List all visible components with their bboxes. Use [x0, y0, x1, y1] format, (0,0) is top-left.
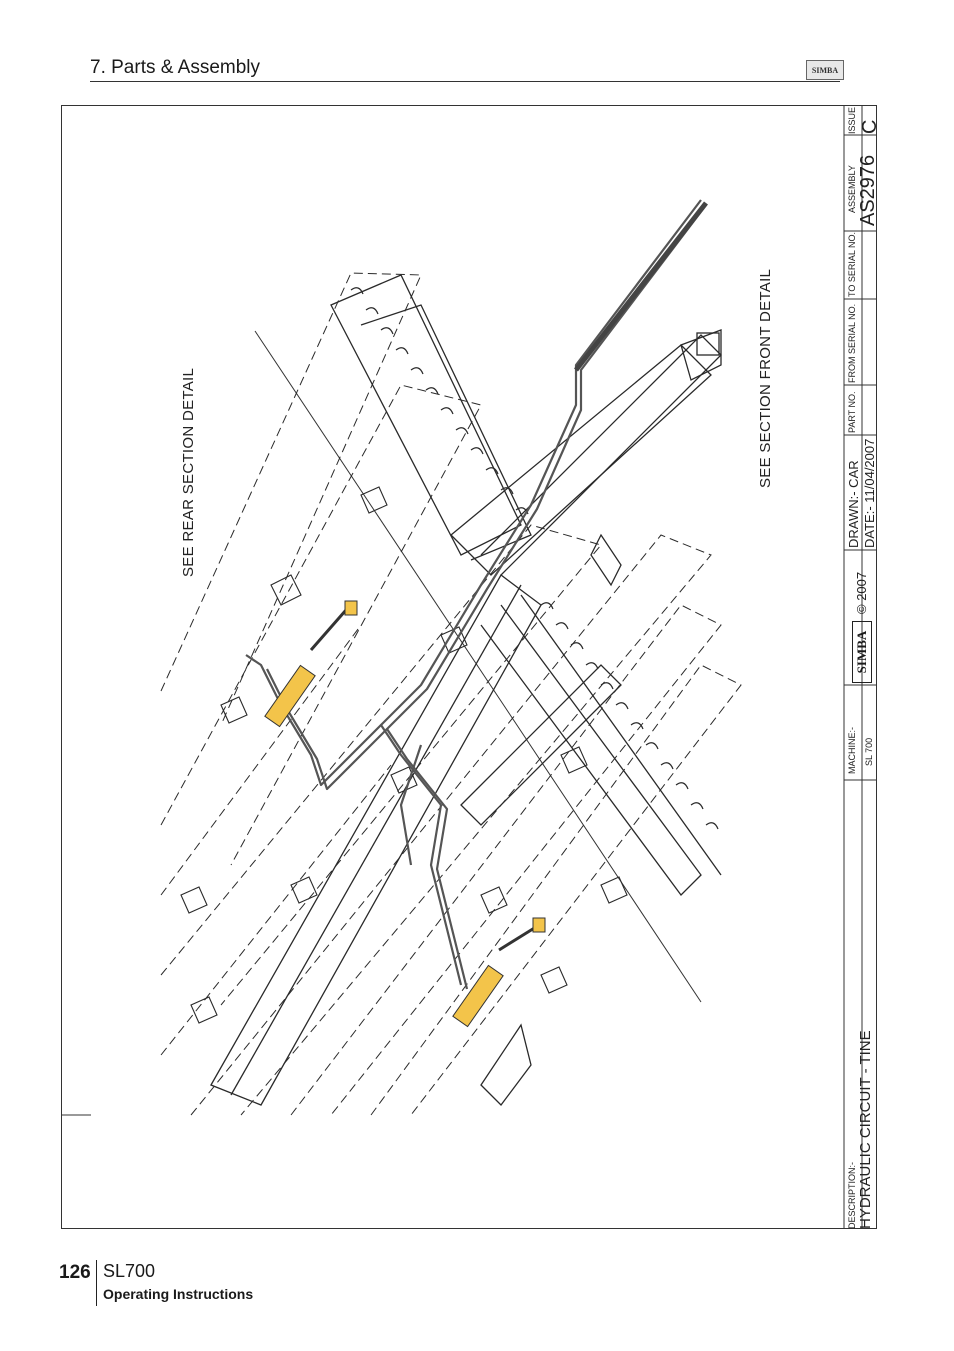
callout-front-section: SEE SECTION FRONT DETAIL	[757, 268, 774, 488]
page-number: 126	[59, 1262, 91, 1283]
drawing-date: DATE:- 11/04/2007	[862, 438, 877, 548]
copyright: © 2007	[854, 571, 869, 614]
issue-label: ISSUE	[847, 106, 857, 134]
hose-pipe-main	[574, 201, 708, 372]
hydraulic-cylinder-upper	[264, 600, 358, 728]
footer-subtitle: Operating Instructions	[103, 1286, 254, 1302]
hydraulic-circuit-drawing	[61, 105, 877, 1229]
simba-logo: SIMBA	[806, 60, 844, 80]
assembly-value: AS2976	[857, 154, 879, 226]
part-no-label: PART NO.	[847, 391, 857, 433]
drawing-frame	[61, 105, 877, 1229]
hydraulic-hoses	[245, 199, 707, 990]
hydraulic-cylinder-lower	[452, 917, 546, 1028]
description-value: HYDRAULIC CIRCUIT - TINE	[857, 1030, 874, 1229]
tine-row-upper	[350, 287, 529, 515]
section-title: 7. Parts & Assembly	[90, 57, 261, 78]
title-block-logo: SIMBA	[852, 621, 872, 683]
issue-value: C	[859, 119, 881, 134]
description-label: DESCRIPTION:-	[847, 1161, 857, 1229]
assembly-label: ASSEMBLY	[847, 165, 857, 213]
header-divider	[90, 81, 840, 82]
tine-row-lower	[540, 602, 719, 830]
from-serial-label: FROM SERIAL NO.	[847, 303, 857, 383]
frame-beams	[160, 272, 742, 1116]
title-block-grid	[843, 105, 877, 1229]
callout-rear-section: SEE REAR SECTION DETAIL	[180, 367, 197, 577]
section-cut-lines	[61, 330, 702, 1116]
to-serial-label: TO SERIAL NO.	[847, 231, 857, 297]
drawn-by: DRAWN:- CAR	[846, 460, 861, 548]
footer-divider	[96, 1260, 97, 1306]
footer-model: SL700	[103, 1261, 156, 1281]
machine-label: MACHINE:-	[847, 727, 857, 774]
machine-value: SL 700	[864, 737, 874, 766]
